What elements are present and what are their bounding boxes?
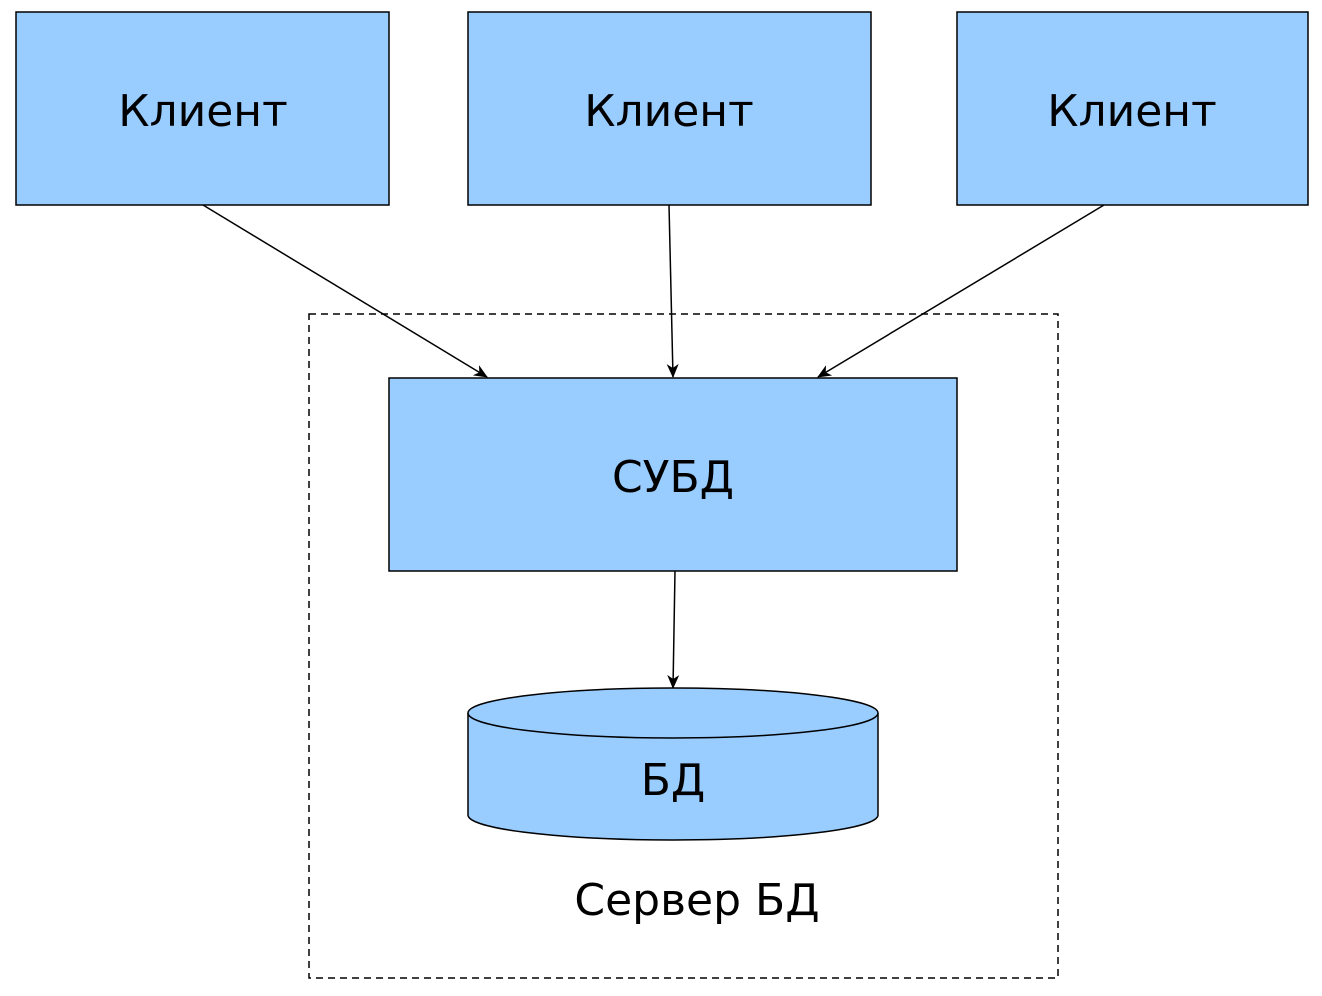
edge-client-1-to-dbms: [202, 204, 488, 378]
server-group-label: Сервер БД: [574, 875, 819, 926]
client-node-3: Клиент: [956, 11, 1309, 206]
database-cylinder-label: БД: [641, 755, 706, 806]
client-node-2-label: Клиент: [584, 86, 753, 137]
server-group-boundary: [308, 313, 1059, 979]
edge-client-2-to-dbms: [666, 204, 679, 378]
client-node-2: Клиент: [467, 11, 872, 206]
client-node-1-label: Клиент: [118, 86, 287, 137]
client-node-3-label: Клиент: [1047, 86, 1216, 137]
edge-client-3-to-dbms: [817, 204, 1105, 378]
dbms-node: СУБД: [388, 377, 958, 572]
client-node-1: Клиент: [15, 11, 390, 206]
dbms-node-label: СУБД: [612, 452, 734, 503]
database-cylinder: БД: [467, 687, 879, 841]
edge-dbms-to-database: [667, 570, 680, 689]
